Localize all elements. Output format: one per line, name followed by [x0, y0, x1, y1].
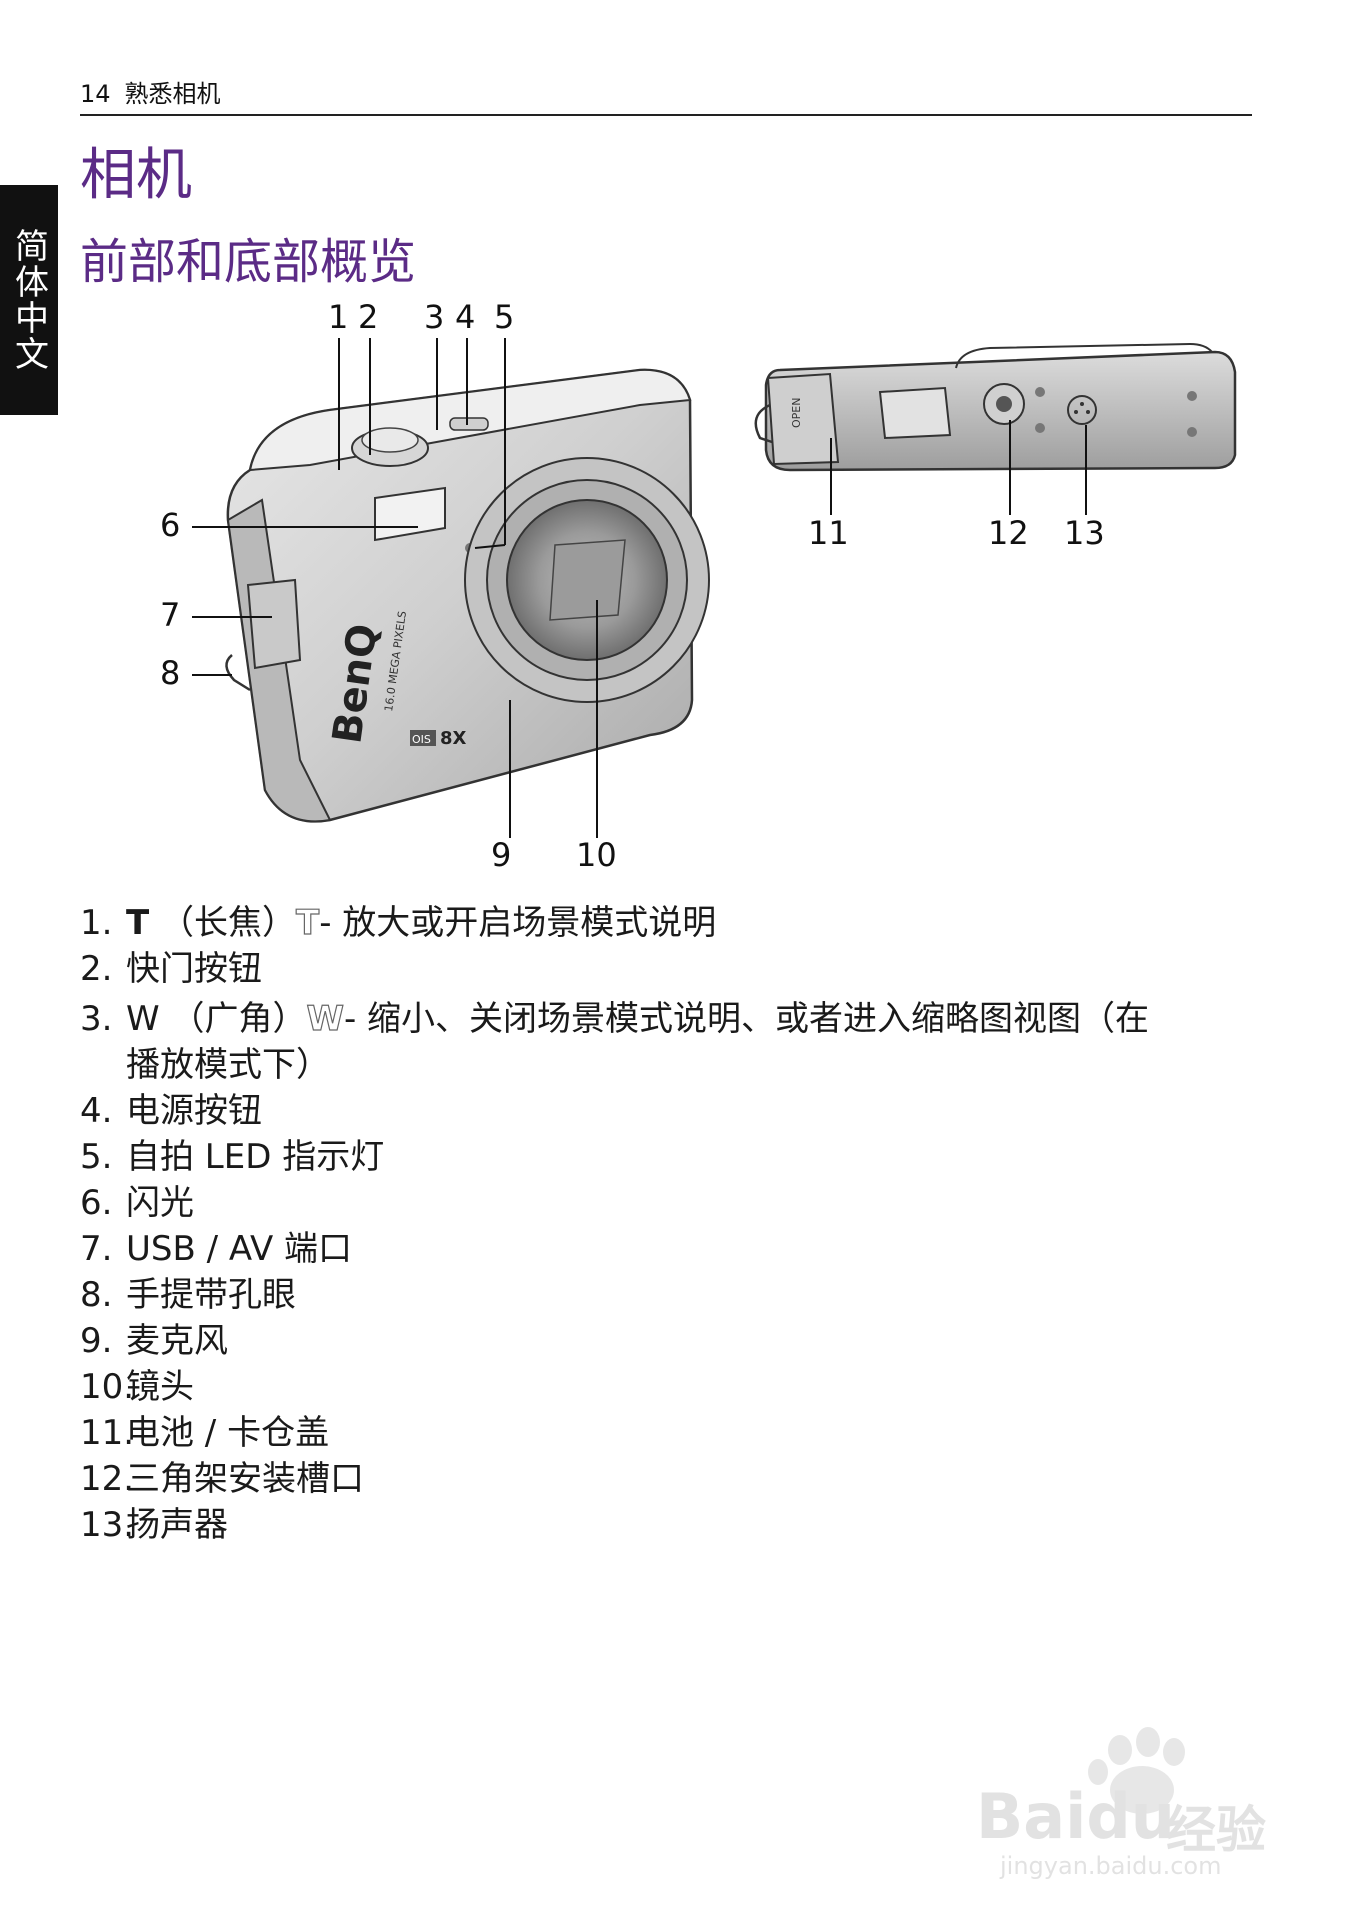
callout-1: 1: [328, 298, 349, 336]
callout-8: 8: [160, 654, 181, 692]
list-item: 4. 电源按钮: [80, 1088, 1260, 1134]
item-text: 自拍 LED 指示灯: [126, 1137, 385, 1177]
watermark-brand-part2: du: [1086, 1780, 1175, 1853]
paren-open: （: [160, 903, 195, 943]
callout-12: 12: [988, 514, 1029, 552]
tele-icon: T: [295, 902, 320, 943]
callout-leaders: [192, 338, 1087, 838]
paren-close: ）: [272, 999, 307, 1039]
item-text: 电源按钮: [126, 1091, 262, 1131]
zoom-label: 8X: [440, 728, 467, 749]
paren-close: ）: [262, 903, 297, 943]
list-item: 13. 扬声器: [80, 1502, 1260, 1548]
item-number: 11.: [80, 1413, 135, 1453]
item-number: 4.: [80, 1091, 113, 1131]
item-desc-continued: 播放模式下）: [126, 1045, 330, 1085]
wide-icon: W: [306, 998, 345, 1039]
callout-13: 13: [1064, 514, 1105, 552]
item-text: 电池 / 卡仓盖: [126, 1413, 330, 1453]
callout-6: 6: [160, 506, 181, 544]
section-title: 熟悉相机: [124, 80, 221, 108]
list-item: 7. USB / AV 端口: [80, 1226, 1260, 1272]
item-number: 12.: [80, 1459, 135, 1499]
item-number: 10.: [80, 1367, 135, 1407]
item-number: 9.: [80, 1321, 113, 1361]
list-item: 9. 麦克风: [80, 1318, 1260, 1364]
callout-7: 7: [160, 596, 181, 634]
callout-3: 3: [424, 298, 445, 336]
item-text: 三角架安装槽口: [126, 1459, 364, 1499]
callout-2: 2: [358, 298, 379, 336]
paren-open: （: [170, 999, 205, 1039]
camera-front-illustration: BenQ 16.0 MEGA PIXELS OIS 8X: [225, 368, 710, 823]
item-number: 6.: [80, 1183, 113, 1223]
watermark-brand: Baidu: [976, 1780, 1175, 1853]
ois-label: OIS: [412, 733, 431, 746]
camera-figure: BenQ 16.0 MEGA PIXELS OIS 8X OPEN: [192, 338, 1237, 838]
page-title: 相机: [80, 143, 192, 208]
item-text: 扬声器: [126, 1505, 228, 1545]
item-text: 闪光: [126, 1183, 194, 1223]
item-key: T: [126, 903, 150, 943]
language-tab-label: 简体中文: [8, 228, 49, 372]
page-header: 14 熟悉相机: [80, 74, 221, 109]
list-item: 10. 镜头: [80, 1364, 1260, 1410]
item-number: 5.: [80, 1137, 113, 1177]
list-item: 1. T （长焦）T- 放大或开启场景模式说明: [80, 900, 1260, 946]
list-item: 8. 手提带孔眼: [80, 1272, 1260, 1318]
page-number: 14: [80, 80, 111, 108]
callout-5: 5: [494, 298, 515, 336]
item-text: 手提带孔眼: [126, 1275, 296, 1315]
item-number: 1.: [80, 903, 113, 943]
list-item: 3. W （广角）W- 缩小、关闭场景模式说明、或者进入缩略图视图（在 播放模式…: [80, 996, 1260, 1088]
header-rule: [80, 114, 1252, 116]
list-item: 6. 闪光: [80, 1180, 1260, 1226]
item-desc: - 放大或开启场景模式说明: [319, 903, 717, 943]
list-item: 12. 三角架安装槽口: [80, 1456, 1260, 1502]
item-name: 广角: [204, 999, 273, 1039]
list-item: 2. 快门按钮: [80, 946, 1260, 992]
open-label: OPEN: [790, 398, 803, 428]
watermark-brand-part1: Bai: [976, 1780, 1087, 1853]
watermark-cn: 经验: [1166, 1801, 1266, 1859]
list-item: 11. 电池 / 卡仓盖: [80, 1410, 1260, 1456]
item-text: 快门按钮: [126, 949, 262, 989]
item-number: 7.: [80, 1229, 113, 1269]
paw-icon: [1088, 1727, 1185, 1814]
callout-11: 11: [808, 514, 849, 552]
item-number: 13.: [80, 1505, 135, 1545]
item-number: 3.: [80, 999, 113, 1039]
item-text: 镜头: [126, 1367, 194, 1407]
watermark-url: jingyan.baidu.com: [1000, 1852, 1222, 1880]
baidu-watermark: Baidu 经验 jingyan.baidu.com: [970, 1720, 1290, 1880]
item-number: 8.: [80, 1275, 113, 1315]
list-item: 5. 自拍 LED 指示灯: [80, 1134, 1260, 1180]
item-key: W: [126, 999, 160, 1039]
item-desc: - 缩小、关闭场景模式说明、或者进入缩略图视图（在: [343, 999, 1150, 1039]
language-tab: 简体中文: [0, 185, 58, 415]
callout-9: 9: [491, 836, 512, 874]
item-name: 长焦: [194, 903, 263, 943]
item-number: 2.: [80, 949, 113, 989]
callout-10: 10: [576, 836, 617, 874]
callout-4: 4: [455, 298, 476, 336]
section-subtitle: 前部和底部概览: [80, 234, 417, 290]
item-text: USB / AV 端口: [126, 1229, 353, 1269]
item-text: 麦克风: [126, 1321, 228, 1361]
parts-list: 1. T （长焦）T- 放大或开启场景模式说明 2. 快门按钮 3. W （广角…: [80, 900, 1260, 1548]
camera-bottom-illustration: OPEN: [754, 342, 1237, 472]
